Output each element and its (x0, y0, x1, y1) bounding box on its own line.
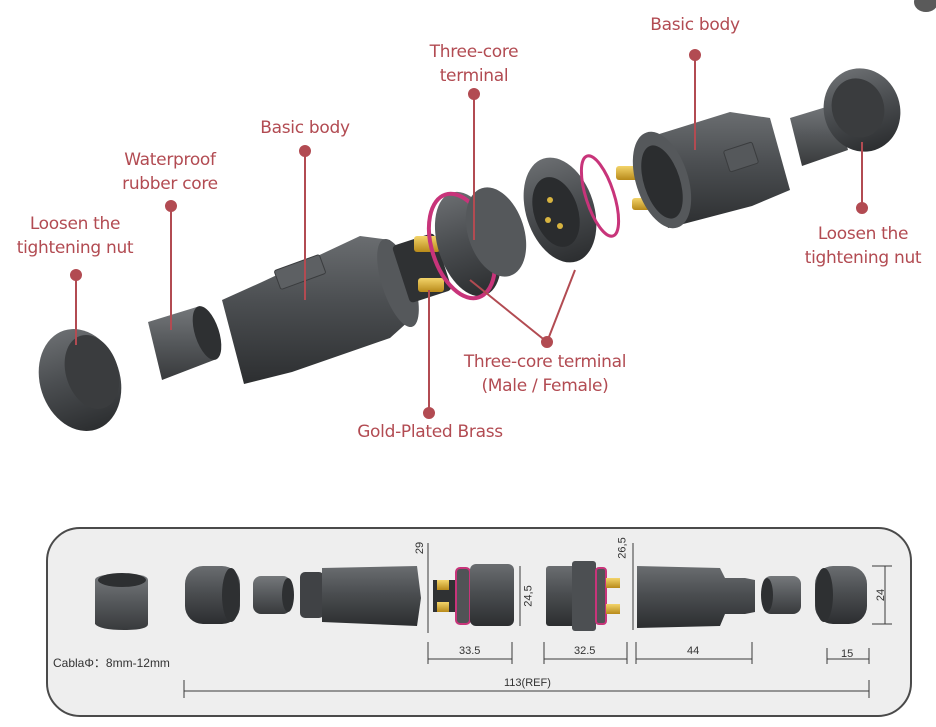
dim-nut-width: 15 (841, 648, 854, 660)
dim-total-length: 113(REF) (504, 677, 551, 689)
dim-female-width: 32.5 (574, 645, 596, 657)
callout-line-2: (Male / Female) (481, 376, 609, 396)
callout-line-1: Loosen the (29, 214, 121, 234)
dim-body-left-height: 29 (414, 541, 427, 555)
callout-lines (70, 49, 868, 419)
dim-terminal-height: 24,5 (522, 585, 535, 607)
left-rubber-core (148, 306, 222, 380)
callout-basic-body-left: Basic body (245, 116, 365, 140)
corner-badge-icon (914, 0, 936, 12)
callout-line-2: tightening nut (16, 238, 134, 258)
callout-gold-plated-brass: Gold-Plated Brass (340, 420, 520, 444)
male-terminal (392, 187, 527, 303)
female-terminal (523, 154, 650, 263)
callout-loosen-nut-right: Loosen the tightening nut (788, 222, 936, 270)
callout-line-1: Three-core terminal (463, 352, 627, 372)
callout-line-1: Loosen the (817, 224, 909, 244)
callout-rubber-core: Waterproof rubber core (105, 148, 235, 196)
callout-line-2: tightening nut (804, 248, 922, 268)
right-nut (823, 68, 901, 152)
dim-male-width: 33.5 (459, 645, 481, 657)
dim-body-right-height: 26,5 (616, 537, 629, 559)
callout-text: Basic body (260, 118, 350, 138)
cable-diameter-label: CablaΦ：8mm-12mm (53, 656, 170, 670)
dim-body-width: 44 (687, 645, 700, 657)
left-basic-body (222, 236, 419, 384)
callout-line-2: rubber core (122, 174, 218, 194)
callout-three-core-terminal: Three-core terminal (414, 40, 534, 88)
callout-text: Gold-Plated Brass (357, 422, 503, 442)
right-basic-body (632, 112, 790, 229)
callout-loosen-nut-left: Loosen the tightening nut (0, 212, 150, 260)
side-view-parts (95, 561, 867, 631)
left-nut (38, 329, 122, 431)
dimension-lines (183, 543, 892, 698)
callout-line-1: Waterproof (124, 150, 216, 170)
callout-line-1: Three-core (429, 42, 519, 62)
dim-nut-height: 24 (875, 588, 888, 602)
callout-text: Basic body (650, 15, 740, 35)
callout-basic-body-right: Basic body (635, 13, 755, 37)
callout-line-2: terminal (439, 66, 509, 86)
callout-terminal-male-female: Three-core terminal (Male / Female) (445, 350, 645, 398)
